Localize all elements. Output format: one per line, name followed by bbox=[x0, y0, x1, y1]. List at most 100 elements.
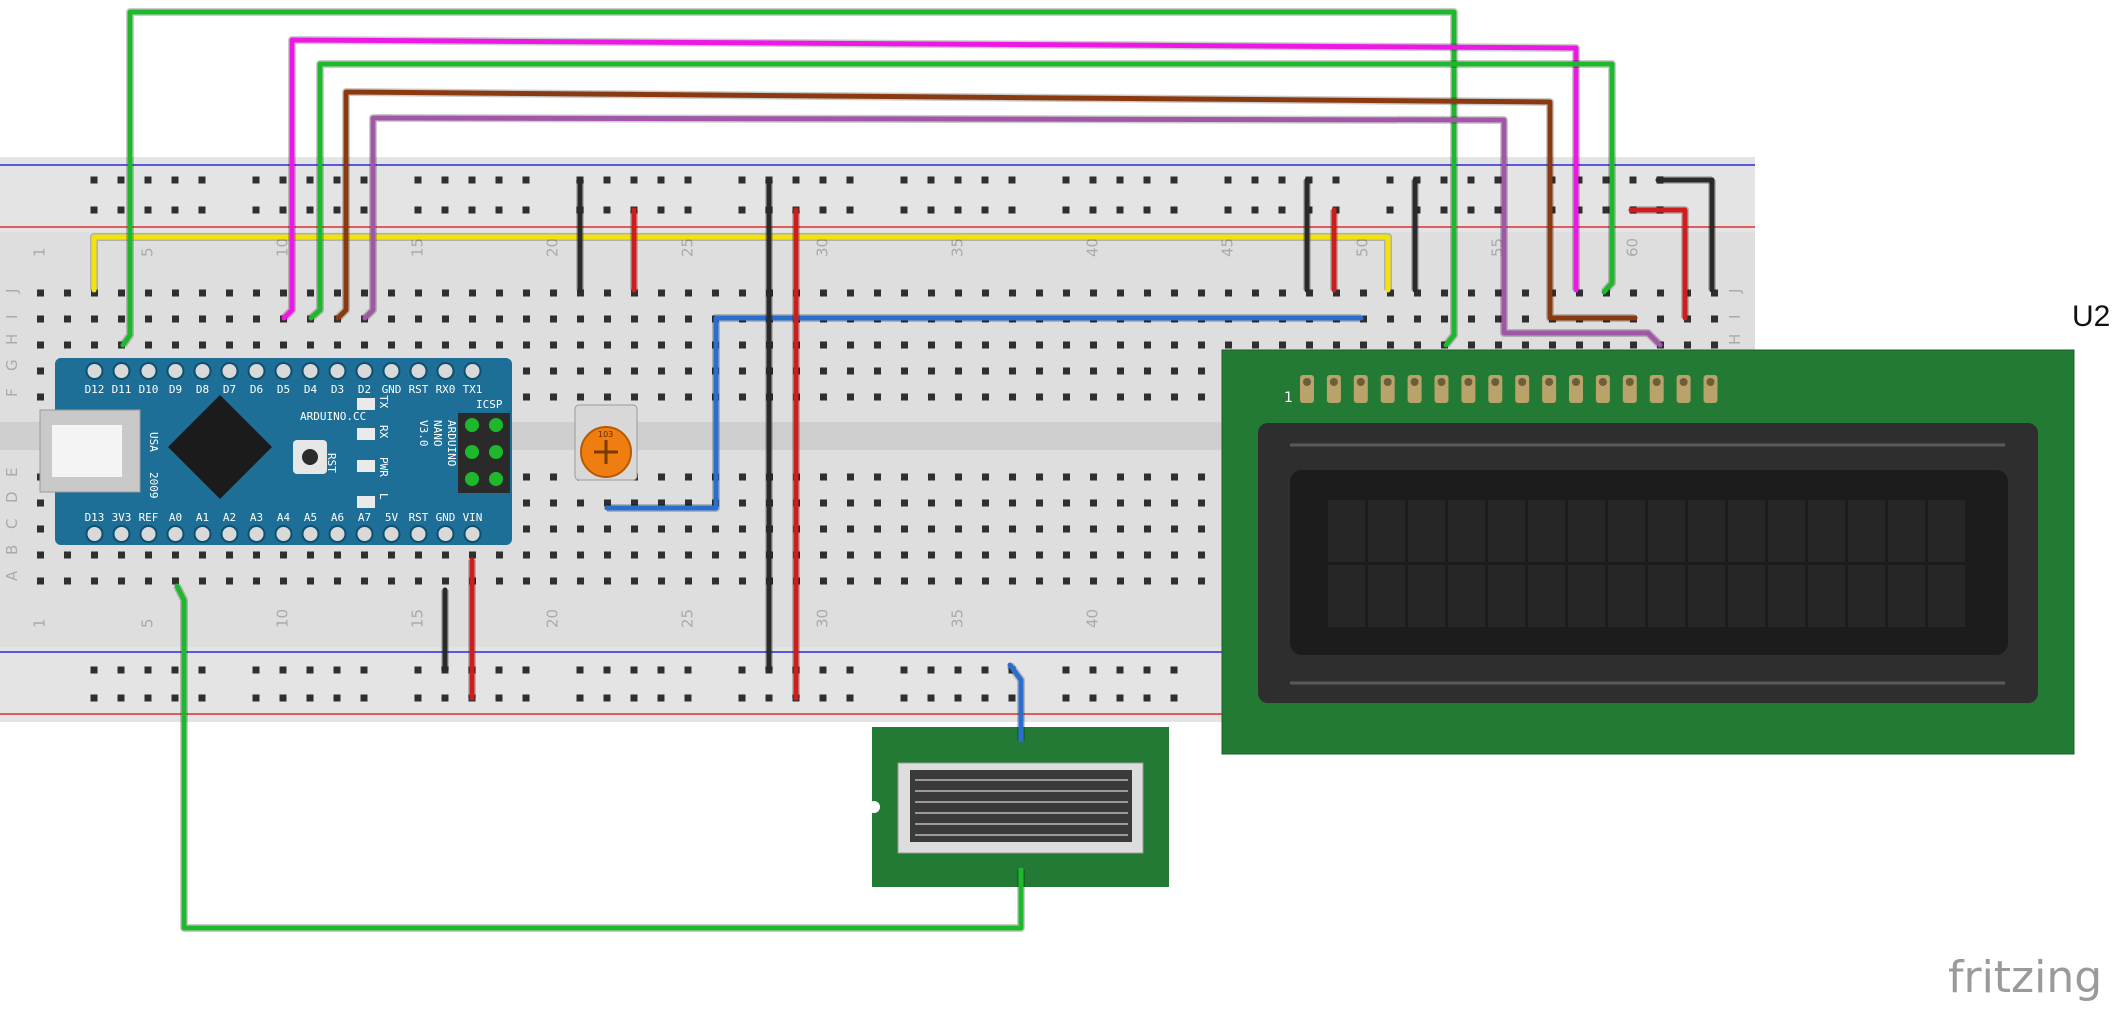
breadboard-hole bbox=[658, 525, 665, 533]
breadboard-hole bbox=[226, 289, 233, 297]
arduino-top-pin bbox=[301, 362, 320, 380]
breadboard-hole bbox=[928, 393, 935, 401]
breadboard-hole bbox=[523, 315, 530, 323]
rail-hole bbox=[900, 176, 908, 184]
breadboard-hole bbox=[1171, 525, 1178, 533]
breadboard-hole bbox=[1117, 289, 1124, 297]
lcd-char-cell bbox=[1608, 500, 1645, 562]
rail-hole bbox=[468, 176, 476, 184]
rail-hole bbox=[90, 206, 98, 214]
breadboard-hole bbox=[901, 393, 908, 401]
rail-hole bbox=[657, 694, 665, 702]
arduino-bottom-pin bbox=[409, 525, 428, 543]
lcd-pin1-label: 1 bbox=[1284, 390, 1293, 406]
breadboard-hole bbox=[847, 289, 854, 297]
rail-hole bbox=[495, 666, 503, 674]
breadboard-hole bbox=[1090, 499, 1097, 507]
rail-hole bbox=[1224, 176, 1232, 184]
breadboard-hole bbox=[1333, 341, 1340, 349]
breadboard-hole bbox=[847, 367, 854, 375]
rail-hole bbox=[846, 176, 854, 184]
column-number-top: 25 bbox=[679, 238, 697, 257]
breadboard-hole bbox=[1441, 315, 1448, 323]
rail-hole bbox=[927, 694, 935, 702]
breadboard-hole bbox=[739, 367, 746, 375]
rail-hole bbox=[360, 176, 368, 184]
breadboard-hole bbox=[118, 551, 125, 559]
breadboard-hole bbox=[172, 551, 179, 559]
lcd-char-cell bbox=[1528, 500, 1565, 562]
breadboard-hole bbox=[361, 577, 368, 585]
breadboard-hole bbox=[1063, 551, 1070, 559]
breadboard-hole bbox=[1630, 341, 1637, 349]
lcd-16x2: 1 bbox=[1221, 349, 2075, 755]
rail-hole bbox=[360, 666, 368, 674]
column-number-bottom: 5 bbox=[139, 618, 157, 628]
wire-blue bbox=[604, 315, 1364, 511]
arduino-model-line-3: V3.0 bbox=[417, 420, 430, 447]
arduino-top-pin bbox=[274, 362, 293, 380]
rail-hole bbox=[657, 206, 665, 214]
breadboard-hole bbox=[1063, 473, 1070, 481]
breadboard-hole bbox=[955, 577, 962, 585]
breadboard-hole bbox=[901, 341, 908, 349]
arduino-bottom-pin-label: A1 bbox=[196, 511, 209, 524]
breadboard-hole bbox=[658, 393, 665, 401]
breadboard-hole bbox=[685, 289, 692, 297]
breadboard-hole bbox=[388, 289, 395, 297]
breadboard-hole bbox=[577, 367, 584, 375]
breadboard-hole bbox=[604, 577, 611, 585]
breadboard-hole bbox=[1009, 473, 1016, 481]
breadboard-hole bbox=[685, 367, 692, 375]
rail-hole bbox=[522, 694, 530, 702]
breadboard-hole bbox=[37, 289, 44, 297]
breadboard-hole bbox=[1198, 525, 1205, 533]
top-power-rail bbox=[0, 157, 1755, 232]
rail-hole bbox=[819, 666, 827, 674]
lcd-header-pins bbox=[1300, 375, 1718, 403]
arduino-bottom-pin bbox=[355, 525, 374, 543]
rail-hole bbox=[981, 176, 989, 184]
breadboard-hole bbox=[955, 499, 962, 507]
breadboard-hole bbox=[1117, 525, 1124, 533]
rail-hole bbox=[738, 206, 746, 214]
breadboard-hole bbox=[631, 315, 638, 323]
breadboard-hole bbox=[820, 577, 827, 585]
breadboard-hole bbox=[469, 341, 476, 349]
breadboard-hole bbox=[1171, 341, 1178, 349]
breadboard-hole bbox=[1009, 499, 1016, 507]
lcd-pin-hole bbox=[1545, 378, 1554, 386]
breadboard-hole bbox=[550, 393, 557, 401]
breadboard-hole bbox=[874, 577, 881, 585]
lcd-char-cell bbox=[1928, 500, 1965, 562]
breadboard-hole bbox=[550, 499, 557, 507]
arduino-top-pin bbox=[382, 362, 401, 380]
rail-hole bbox=[900, 666, 908, 674]
lcd-pin-hole bbox=[1303, 378, 1311, 386]
rail-hole bbox=[954, 176, 962, 184]
breadboard-hole bbox=[820, 499, 827, 507]
breadboard-hole bbox=[739, 473, 746, 481]
breadboard-hole bbox=[307, 289, 314, 297]
led-pwr bbox=[357, 460, 375, 472]
lcd-char-cell bbox=[1408, 565, 1445, 627]
row-letter: C bbox=[3, 519, 21, 529]
rail-hole bbox=[657, 176, 665, 184]
arduino-bottom-pin bbox=[301, 525, 320, 543]
lcd-char-cell bbox=[1728, 565, 1765, 627]
breadboard-hole bbox=[118, 289, 125, 297]
breadboard-hole bbox=[37, 499, 44, 507]
column-number-bottom: 35 bbox=[949, 609, 967, 628]
arduino-labels: D12D13D113V3D10REFD9A0D8A1D7A2D6A3D5A4D4… bbox=[85, 383, 483, 524]
rail-hole bbox=[1332, 176, 1340, 184]
breadboard-hole bbox=[874, 341, 881, 349]
breadboard-hole bbox=[928, 341, 935, 349]
breadboard-hole bbox=[64, 289, 71, 297]
breadboard-hole bbox=[388, 315, 395, 323]
breadboard-hole bbox=[361, 341, 368, 349]
breadboard-hole bbox=[820, 525, 827, 533]
wire-blue-2 bbox=[1007, 662, 1024, 743]
lcd-char-cell bbox=[1488, 565, 1525, 627]
breadboard-hole bbox=[658, 315, 665, 323]
rail-hole bbox=[576, 666, 584, 674]
